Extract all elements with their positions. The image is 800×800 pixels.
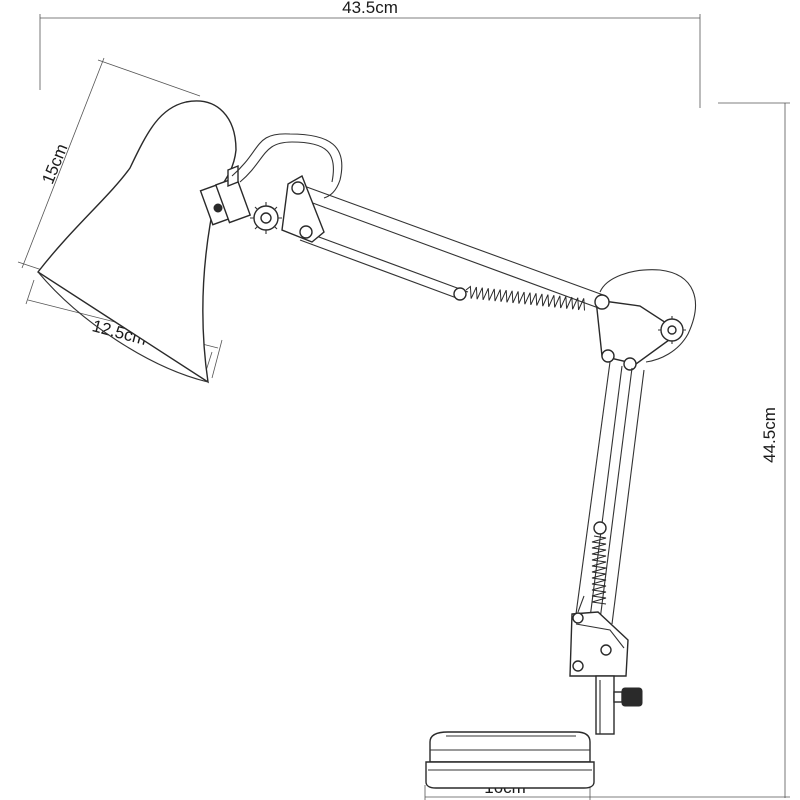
lamp-post bbox=[595, 675, 643, 735]
width-label: 43.5cm bbox=[342, 0, 398, 17]
lamp-base bbox=[425, 731, 595, 789]
shade-height-label: 15cm bbox=[38, 141, 71, 187]
adjust-knob-icon bbox=[613, 687, 643, 707]
height-label: 44.5cm bbox=[760, 407, 779, 463]
head-gear-icon bbox=[250, 202, 282, 234]
elbow-gear-icon bbox=[658, 316, 686, 344]
lamp-shade bbox=[36, 100, 252, 384]
cord-upper-inner bbox=[239, 141, 334, 183]
width-dimension: 43.5cm bbox=[39, 0, 701, 108]
upper-arm bbox=[250, 174, 607, 311]
lower-arm bbox=[575, 361, 645, 625]
height-dimension: 44.5cm bbox=[590, 102, 790, 798]
cord-upper bbox=[231, 133, 343, 199]
base-bracket bbox=[569, 611, 629, 677]
lower-spring bbox=[577, 521, 607, 613]
elbow-joint bbox=[594, 269, 696, 371]
upper-spring bbox=[453, 285, 586, 311]
